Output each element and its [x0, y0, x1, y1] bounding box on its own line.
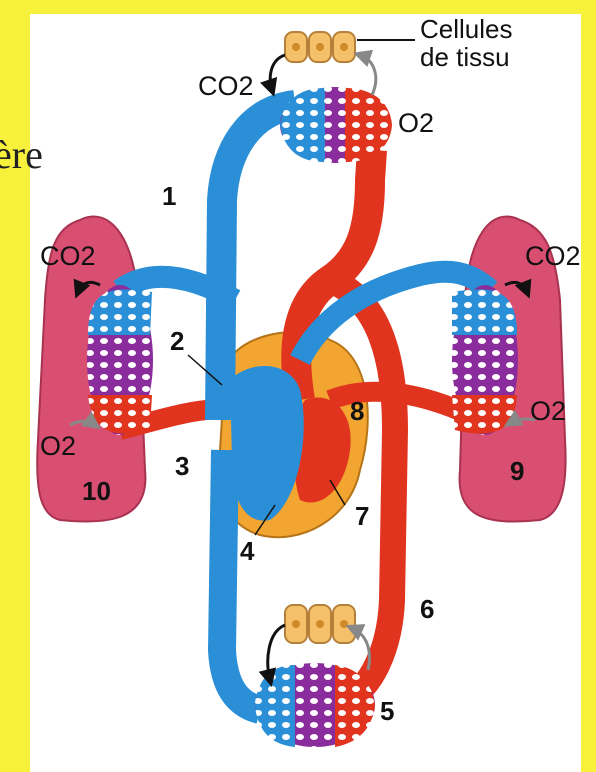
label-cellules-line1: Cellules [420, 14, 513, 44]
label-number-4: 4 [240, 536, 255, 566]
co2-arrow-top-icon [270, 55, 285, 90]
label-number-5: 5 [380, 696, 394, 726]
label-o2-right: O2 [530, 396, 566, 426]
label-number-1: 1 [162, 181, 176, 211]
label-o2-top: O2 [398, 108, 434, 138]
capillary-top [280, 87, 392, 163]
label-co2-right: CO2 [525, 241, 581, 271]
label-co2-left: CO2 [40, 241, 96, 271]
tissue-cells-bottom [285, 605, 355, 643]
tissue-cells-top [285, 32, 355, 62]
label-number-10: 10 [82, 476, 111, 506]
label-number-2: 2 [170, 326, 184, 356]
label-cellules-line2: de tissu [420, 42, 510, 72]
capillary-bottom [255, 663, 375, 747]
label-number-7: 7 [355, 501, 369, 531]
label-number-9: 9 [510, 456, 524, 486]
label-number-6: 6 [420, 594, 434, 624]
capillary-right-lung [452, 285, 518, 435]
label-number-8: 8 [350, 396, 364, 426]
o2-arrow-top-icon [360, 55, 376, 95]
label-number-3: 3 [175, 451, 189, 481]
yellow-band-right [581, 0, 596, 772]
capillary-left-lung [87, 285, 153, 435]
yellow-band-left [0, 0, 30, 772]
label-co2-top: CO2 [198, 71, 254, 101]
label-o2-left: O2 [40, 431, 76, 461]
yellow-band-top [0, 0, 596, 14]
edge-text-fragment: ère [0, 132, 43, 177]
